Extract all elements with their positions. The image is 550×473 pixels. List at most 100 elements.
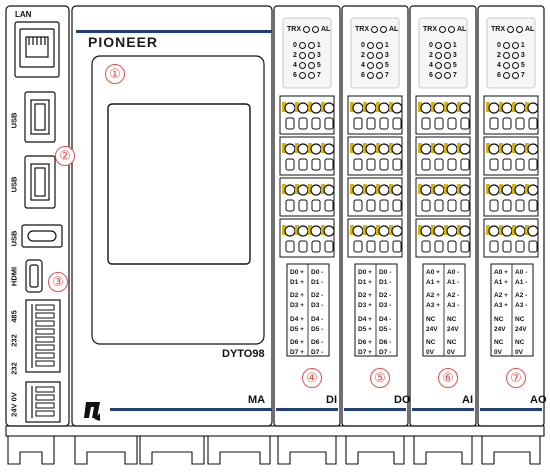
terminal-contact xyxy=(525,225,529,235)
terminal-screw xyxy=(284,184,296,196)
usb-label-2: USB xyxy=(9,176,19,193)
terminal-contact xyxy=(431,102,435,112)
terminal-screw xyxy=(365,143,377,155)
io-label-left: A2 + xyxy=(494,292,508,299)
terminal-slot xyxy=(353,199,363,212)
callout-5: ⑤ xyxy=(370,368,390,388)
callout-1: ① xyxy=(105,64,125,84)
rs232-label-a: 232 xyxy=(9,334,19,347)
terminal-slot xyxy=(489,199,499,212)
terminal-contact xyxy=(499,225,503,235)
terminal-contact xyxy=(418,225,422,235)
led-icon xyxy=(307,52,315,59)
terminal-screw xyxy=(446,143,458,155)
io-label-left: D2 + xyxy=(358,292,372,299)
terminal-slot xyxy=(460,117,470,130)
terminal-slot xyxy=(379,117,389,130)
terminal-contact xyxy=(525,102,529,112)
io-label-left: D3 + xyxy=(290,302,304,309)
power-pin xyxy=(35,402,55,409)
led-icon xyxy=(443,72,451,79)
terminal-slot xyxy=(421,158,431,171)
serial-pin xyxy=(35,336,55,343)
terminal-slot xyxy=(460,199,470,212)
led-index: 1 xyxy=(452,42,457,49)
terminal-slot xyxy=(298,240,308,253)
terminal-screw xyxy=(323,143,335,155)
terminal-contact xyxy=(486,143,490,153)
led-icon xyxy=(366,62,374,69)
io-label-left: A2 + xyxy=(426,292,440,299)
terminal-slot xyxy=(392,117,402,130)
io-label-right: D4 - xyxy=(379,316,392,323)
led-icon xyxy=(375,52,383,59)
module-label-ma: MA xyxy=(248,394,266,406)
rs232-label-b: 232 xyxy=(9,362,19,375)
io-label-right: D2 - xyxy=(311,292,324,299)
terminal-screw xyxy=(501,225,513,237)
io-label-right: D6 - xyxy=(311,339,324,346)
led-index: 6 xyxy=(429,72,433,79)
callout-4: ④ xyxy=(302,368,322,388)
io-label-right: D4 - xyxy=(311,316,324,323)
hdmi-port xyxy=(25,259,43,293)
terminal-slot xyxy=(434,240,444,253)
module-foot xyxy=(481,436,541,465)
terminal-screw xyxy=(527,143,539,155)
terminal-screw xyxy=(420,225,432,237)
terminal-slot xyxy=(298,117,308,130)
lan-label: LAN xyxy=(15,10,32,19)
din-rail-feet xyxy=(5,425,545,465)
io-label-left: D0 + xyxy=(290,269,304,276)
led-index: 7 xyxy=(452,72,457,79)
io-label-left: A3 + xyxy=(494,302,508,309)
module-label-di: DI xyxy=(326,394,337,406)
terminal-slot xyxy=(353,240,363,253)
terminal-contact xyxy=(444,225,448,235)
led-icon xyxy=(366,42,374,49)
terminal-screw xyxy=(297,225,309,237)
rs485-label: 485 xyxy=(9,310,19,323)
io-label-left: NC xyxy=(494,339,504,346)
terminal-slot xyxy=(379,158,389,171)
terminal-contact xyxy=(499,102,503,112)
led-index: 5 xyxy=(520,62,525,69)
terminal-slot xyxy=(324,158,334,171)
led-index: 3 xyxy=(316,52,321,59)
io-label-right: D1 - xyxy=(379,279,392,286)
terminal-screw xyxy=(391,184,403,196)
io-label-right: D5 - xyxy=(379,326,392,333)
terminal-slot xyxy=(285,158,295,171)
terminal-contact xyxy=(321,143,325,153)
terminal-screw xyxy=(323,102,335,114)
led-index: 0 xyxy=(293,42,297,49)
usb-c-label: USB xyxy=(9,230,19,247)
terminal-slot xyxy=(515,199,525,212)
terminal-slot xyxy=(392,199,402,212)
trx-led-icon xyxy=(507,26,514,33)
terminal-slot xyxy=(515,117,525,130)
module-foot xyxy=(277,436,337,465)
terminal-screw xyxy=(284,102,296,114)
terminal-contact xyxy=(486,184,490,194)
terminal-screw xyxy=(527,225,539,237)
io-module-di xyxy=(273,5,341,465)
led-index: 6 xyxy=(497,72,501,79)
led-index: 7 xyxy=(520,72,525,79)
led-icon xyxy=(443,42,451,49)
terminal-contact xyxy=(457,102,461,112)
terminal-screw xyxy=(310,184,322,196)
io-module-ai xyxy=(409,5,477,465)
trx-led-icon xyxy=(371,26,378,33)
terminal-slot xyxy=(379,240,389,253)
terminal-slot xyxy=(447,158,457,171)
terminal-screw xyxy=(391,102,403,114)
io-module-ao xyxy=(477,5,545,465)
